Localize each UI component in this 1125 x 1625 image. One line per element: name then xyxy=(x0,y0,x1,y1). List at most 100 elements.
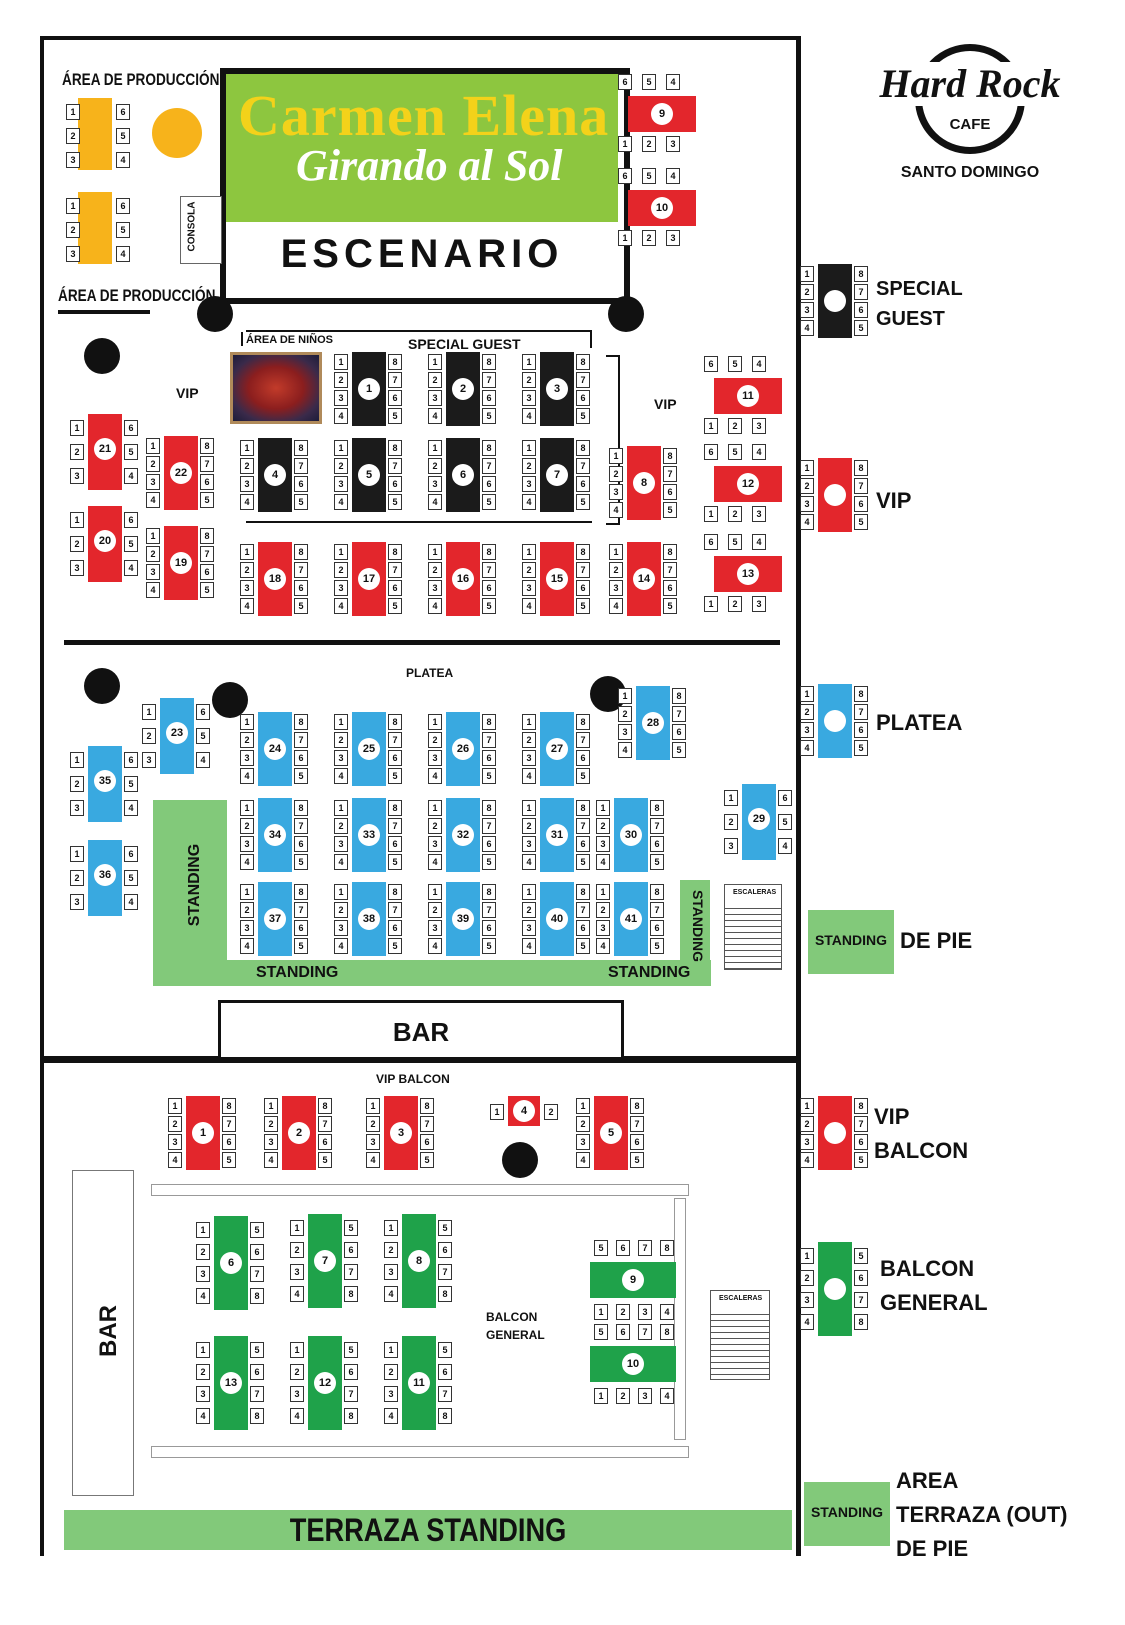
seat[interactable]: 3 xyxy=(522,580,536,596)
seat[interactable]: 7 xyxy=(576,732,590,748)
seat[interactable]: 1 xyxy=(428,544,442,560)
seat[interactable]: 4 xyxy=(240,598,254,614)
seat[interactable]: 6 xyxy=(576,836,590,852)
seat[interactable]: 7 xyxy=(388,372,402,388)
seat[interactable]: 2 xyxy=(334,372,348,388)
seat[interactable]: 4 xyxy=(334,938,348,954)
seat[interactable]: 2 xyxy=(522,902,536,918)
seat[interactable]: 3 xyxy=(522,920,536,936)
seat[interactable]: 2 xyxy=(428,902,442,918)
seat[interactable]: 7 xyxy=(294,902,308,918)
seat[interactable]: 3 xyxy=(618,724,632,740)
seat[interactable]: 8 xyxy=(388,884,402,900)
seat[interactable]: 4 xyxy=(752,444,766,460)
seat[interactable]: 5 xyxy=(200,492,214,508)
seat[interactable]: 7 xyxy=(222,1116,236,1132)
seat[interactable]: 3 xyxy=(240,836,254,852)
seat[interactable]: 5 xyxy=(576,768,590,784)
seat[interactable]: 6 xyxy=(124,420,138,436)
seat[interactable]: 4 xyxy=(146,582,160,598)
seat[interactable]: 3 xyxy=(70,468,84,484)
seat[interactable]: 4 xyxy=(800,1152,814,1168)
seat[interactable]: 2 xyxy=(240,458,254,474)
seat[interactable]: 7 xyxy=(482,818,496,834)
seat[interactable]: 4 xyxy=(428,408,442,424)
seat[interactable]: 1 xyxy=(618,688,632,704)
seat[interactable]: 6 xyxy=(482,390,496,406)
seat[interactable]: 5 xyxy=(594,1324,608,1340)
seat[interactable]: 6 xyxy=(388,476,402,492)
seat[interactable]: 1 xyxy=(290,1342,304,1358)
seat[interactable]: 3 xyxy=(522,476,536,492)
seat[interactable]: 5 xyxy=(663,598,677,614)
seat[interactable]: 5 xyxy=(576,598,590,614)
seat[interactable]: 7 xyxy=(294,458,308,474)
seat[interactable]: 3 xyxy=(522,390,536,406)
seat[interactable]: 4 xyxy=(800,1314,814,1330)
seat[interactable]: 8 xyxy=(660,1240,674,1256)
seat[interactable]: 1 xyxy=(609,544,623,560)
seat[interactable]: 8 xyxy=(482,440,496,456)
seat[interactable]: 6 xyxy=(420,1134,434,1150)
seat[interactable]: 3 xyxy=(800,1134,814,1150)
seat[interactable]: 1 xyxy=(146,528,160,544)
seat[interactable]: 3 xyxy=(384,1264,398,1280)
seat[interactable]: 7 xyxy=(388,458,402,474)
seat[interactable]: 8 xyxy=(294,884,308,900)
seat[interactable]: 3 xyxy=(334,476,348,492)
seat[interactable]: 8 xyxy=(482,544,496,560)
seat[interactable]: 8 xyxy=(650,800,664,816)
seat[interactable]: 3 xyxy=(334,920,348,936)
seat[interactable]: 6 xyxy=(438,1364,452,1380)
seat[interactable]: 4 xyxy=(196,1288,210,1304)
seat[interactable]: 3 xyxy=(666,230,680,246)
seat[interactable]: 2 xyxy=(428,732,442,748)
seat[interactable]: 5 xyxy=(388,408,402,424)
seat[interactable]: 1 xyxy=(704,506,718,522)
seat[interactable]: 4 xyxy=(576,1152,590,1168)
seat[interactable]: 2 xyxy=(70,444,84,460)
seat[interactable]: 3 xyxy=(168,1134,182,1150)
seat[interactable]: 5 xyxy=(438,1342,452,1358)
seat[interactable]: 1 xyxy=(609,448,623,464)
seat[interactable]: 5 xyxy=(576,854,590,870)
seat[interactable]: 7 xyxy=(250,1266,264,1282)
seat[interactable]: 5 xyxy=(650,854,664,870)
seat[interactable]: 4 xyxy=(384,1408,398,1424)
seat[interactable]: 2 xyxy=(66,128,80,144)
seat[interactable]: 8 xyxy=(388,440,402,456)
seat[interactable]: 6 xyxy=(124,512,138,528)
seat[interactable]: 8 xyxy=(650,884,664,900)
seat[interactable]: 7 xyxy=(344,1386,358,1402)
seat[interactable]: 5 xyxy=(576,408,590,424)
seat[interactable]: 4 xyxy=(800,740,814,756)
seat[interactable]: 1 xyxy=(428,354,442,370)
seat[interactable]: 4 xyxy=(290,1286,304,1302)
seat[interactable]: 3 xyxy=(596,836,610,852)
seat[interactable]: 7 xyxy=(576,902,590,918)
seat[interactable]: 5 xyxy=(124,536,138,552)
seat[interactable]: 1 xyxy=(800,1248,814,1264)
seat[interactable]: 5 xyxy=(294,854,308,870)
seat[interactable]: 2 xyxy=(428,372,442,388)
seat[interactable]: 8 xyxy=(438,1286,452,1302)
seat[interactable]: 7 xyxy=(650,818,664,834)
seat[interactable]: 7 xyxy=(638,1240,652,1256)
seat[interactable]: 3 xyxy=(596,920,610,936)
seat[interactable]: 5 xyxy=(482,854,496,870)
seat[interactable]: 5 xyxy=(116,222,130,238)
seat[interactable]: 3 xyxy=(146,564,160,580)
seat[interactable]: 8 xyxy=(663,448,677,464)
seat[interactable]: 4 xyxy=(384,1286,398,1302)
seat[interactable]: 2 xyxy=(146,546,160,562)
seat[interactable]: 6 xyxy=(778,790,792,806)
seat[interactable]: 5 xyxy=(200,582,214,598)
seat[interactable]: 3 xyxy=(752,506,766,522)
seat[interactable]: 7 xyxy=(638,1324,652,1340)
seat[interactable]: 2 xyxy=(596,902,610,918)
seat[interactable]: 1 xyxy=(240,544,254,560)
seat[interactable]: 3 xyxy=(240,750,254,766)
seat[interactable]: 2 xyxy=(334,562,348,578)
seat[interactable]: 4 xyxy=(124,894,138,910)
seat[interactable]: 1 xyxy=(240,884,254,900)
